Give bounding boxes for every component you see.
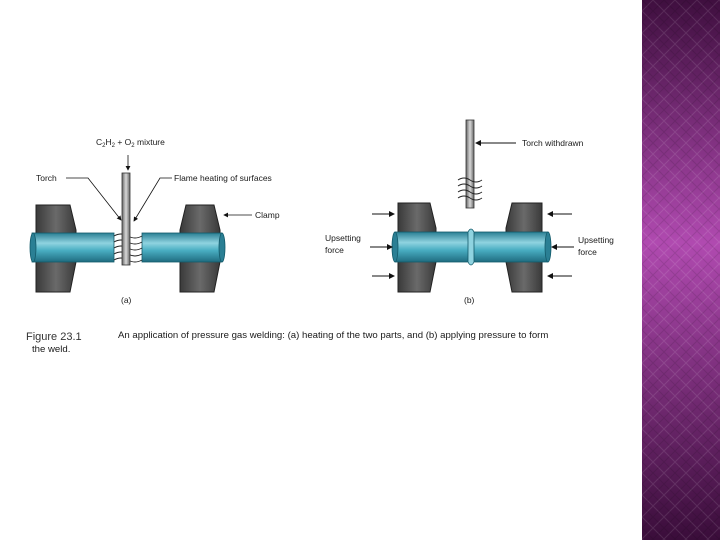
torch-label: Torch <box>36 173 57 183</box>
caption-line1: An application of pressure gas welding: … <box>118 330 549 341</box>
panel-label-a: (a) <box>121 295 132 305</box>
figure-a: C2H2 + O2 mixture Torch Flame heating of… <box>29 137 280 305</box>
upsetting-right-line2: force <box>578 247 597 257</box>
decorative-side-panel <box>642 0 720 540</box>
right-rod-a <box>141 232 223 263</box>
upsetting-right-line1: Upsetting <box>578 235 614 245</box>
caption-line2: the weld. <box>32 344 71 355</box>
caption-prefix: Figure 23.1 <box>26 331 82 343</box>
clamp-label: Clamp <box>255 210 280 220</box>
upsetting-left-line2: force <box>325 245 344 255</box>
torch-withdrawn-label: Torch withdrawn <box>522 138 584 148</box>
upsetting-left-line1: Upsetting <box>325 233 361 243</box>
weld-bulge <box>467 228 475 266</box>
welding-figure: C2H2 + O2 mixture Torch Flame heating of… <box>29 119 614 305</box>
flame-b <box>457 177 483 201</box>
figure-b: Torch withdrawn Upsetting force Upsettin… <box>325 119 614 305</box>
flame-label: Flame heating of surfaces <box>174 173 272 183</box>
left-rod-a <box>31 232 115 263</box>
torch-a <box>121 172 131 266</box>
panel-label-b: (b) <box>464 295 475 305</box>
torch-b <box>465 119 475 209</box>
mixture-label: C2H2 + O2 mixture <box>96 137 165 149</box>
